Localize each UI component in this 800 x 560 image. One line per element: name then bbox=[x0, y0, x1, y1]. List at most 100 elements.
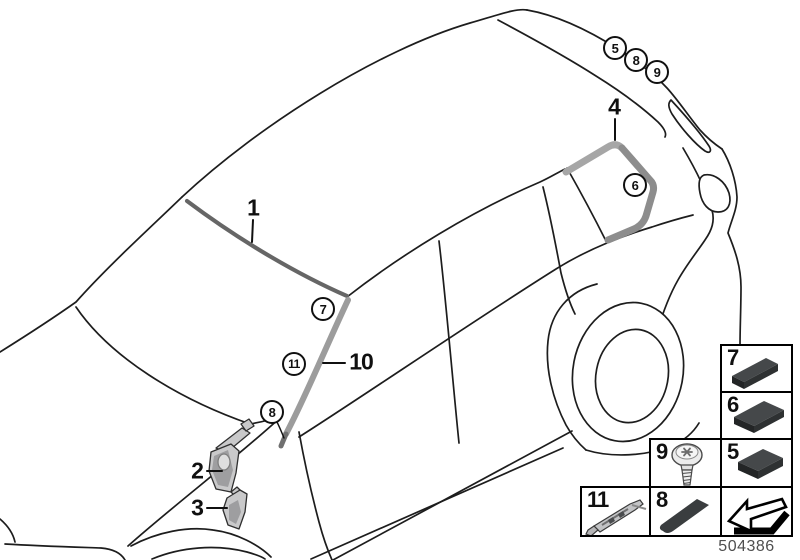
a-pillar-strip-part10 bbox=[283, 297, 351, 437]
legend-label-11: 11 bbox=[587, 487, 609, 512]
thread-1 bbox=[681, 472, 693, 474]
screw-threads bbox=[681, 472, 693, 484]
legend-label-9: 9 bbox=[656, 439, 668, 464]
seal-pad-large-end bbox=[734, 417, 754, 433]
legend-cell-5: 5 bbox=[720, 438, 793, 488]
front-bumper-corner bbox=[0, 518, 16, 543]
thread-4 bbox=[683, 482, 691, 484]
circled-callout-7-label: 7 bbox=[319, 301, 327, 317]
seal-pad-large-icon bbox=[734, 401, 784, 433]
callout-10-label: 10 bbox=[349, 348, 374, 375]
screw-collar bbox=[680, 464, 694, 471]
callout-4: 4 bbox=[608, 93, 621, 120]
circled-callout-8-roof: 8 bbox=[624, 48, 648, 72]
seal-pad-front bbox=[758, 458, 783, 479]
circled-callout-6-label: 6 bbox=[631, 177, 639, 193]
clip-foot bbox=[585, 525, 599, 535]
legend-cell-7: 7 bbox=[720, 344, 793, 393]
seal-block-top bbox=[732, 358, 778, 382]
legend-cell-9: 9 bbox=[649, 438, 722, 488]
seal-pad-icon bbox=[738, 449, 783, 479]
circled-callout-9-label: 9 bbox=[653, 64, 661, 80]
seal-block-front bbox=[744, 364, 778, 389]
roofline-rear bbox=[526, 9, 723, 150]
callout-1-label: 1 bbox=[247, 194, 260, 221]
legend-label-7: 7 bbox=[727, 345, 739, 370]
side-window-top bbox=[346, 168, 566, 298]
quarter-window-leading-edge bbox=[566, 167, 607, 242]
clip-detail-1 bbox=[608, 517, 615, 524]
seal-pad-large-front bbox=[754, 410, 784, 433]
drawing-number: 504386 bbox=[718, 538, 775, 555]
circled-callout-8-pillar-label: 8 bbox=[268, 404, 276, 420]
circled-callout-7: 7 bbox=[311, 297, 335, 321]
sill-line-lower bbox=[332, 430, 573, 560]
circled-callout-11-label: 11 bbox=[288, 357, 300, 371]
rear-rim bbox=[594, 328, 670, 424]
thread-2 bbox=[682, 475, 692, 478]
a-pillar-strip-tip bbox=[278, 431, 289, 449]
front-wheel bbox=[151, 546, 266, 560]
circled-callout-8-pillar: 8 bbox=[260, 400, 284, 424]
legend-cell-arrow bbox=[720, 486, 793, 537]
legend-cell-11: 11 bbox=[580, 486, 651, 537]
fender-crease bbox=[127, 415, 283, 547]
circled-callout-9: 9 bbox=[645, 60, 669, 84]
roofline-front bbox=[181, 8, 528, 198]
callout-10: 10 bbox=[349, 348, 374, 375]
seal-block-long-icon bbox=[732, 358, 778, 389]
arrow-body bbox=[726, 497, 788, 534]
car-outline bbox=[0, 8, 742, 560]
direction-arrow-icon bbox=[726, 497, 790, 535]
seal-strip-shape bbox=[659, 499, 709, 533]
legend-label-5: 5 bbox=[727, 439, 739, 464]
bracket-part2-head bbox=[240, 418, 255, 432]
seal-pad-top bbox=[738, 449, 783, 471]
circled-callout-5: 5 bbox=[603, 36, 627, 60]
callout-2-label: 2 bbox=[191, 457, 204, 484]
b-pillar bbox=[438, 240, 460, 444]
seal-pad-large-top bbox=[734, 401, 784, 426]
legend-cell-6: 6 bbox=[720, 391, 793, 440]
leader-lines bbox=[206, 118, 616, 509]
leader-8-pillar bbox=[276, 421, 285, 439]
a-pillar-edge bbox=[0, 196, 183, 353]
callout-3-label: 3 bbox=[191, 494, 204, 521]
circled-callout-6: 6 bbox=[623, 173, 647, 197]
tail-light bbox=[698, 173, 731, 213]
screw-torx bbox=[681, 447, 693, 457]
thread-3 bbox=[682, 479, 692, 481]
quarter-window-trim-part4-lower bbox=[604, 144, 658, 244]
callout-4-label: 4 bbox=[608, 93, 621, 120]
circled-callout-8-roof-label: 8 bbox=[632, 52, 640, 68]
seal-pad-end bbox=[738, 462, 758, 479]
legend-label-8: 8 bbox=[656, 487, 668, 512]
callout-2: 2 bbox=[191, 457, 204, 484]
seal-block-end bbox=[732, 376, 744, 389]
callout-3: 3 bbox=[191, 494, 204, 521]
seal-strip-icon bbox=[659, 499, 709, 533]
clip-prong bbox=[631, 504, 647, 510]
bracket-part2-recess bbox=[217, 453, 231, 471]
spoiler-blade bbox=[668, 99, 712, 154]
legend-label-6: 6 bbox=[727, 392, 739, 417]
windshield-top-molding-part1 bbox=[184, 198, 350, 299]
window-top-rail bbox=[497, 19, 667, 138]
rear-wheel bbox=[571, 301, 685, 443]
cover-clip-icon bbox=[585, 499, 647, 535]
door-front-edge bbox=[298, 431, 333, 560]
quarter-window-trim-part4-upper bbox=[562, 141, 626, 176]
arrow-shadow bbox=[734, 510, 790, 535]
c-pillar-edge bbox=[542, 186, 576, 315]
circled-callout-11: 11 bbox=[282, 352, 306, 376]
rear-wheel-arch bbox=[546, 283, 598, 451]
bracket-parts bbox=[208, 418, 255, 530]
screw-icon bbox=[671, 443, 703, 486]
bracket-part3-shading bbox=[229, 500, 241, 524]
legend-cell-8: 8 bbox=[649, 486, 722, 537]
beltline bbox=[298, 214, 694, 438]
front-bumper-line bbox=[4, 543, 126, 560]
leader-1 bbox=[251, 219, 254, 243]
